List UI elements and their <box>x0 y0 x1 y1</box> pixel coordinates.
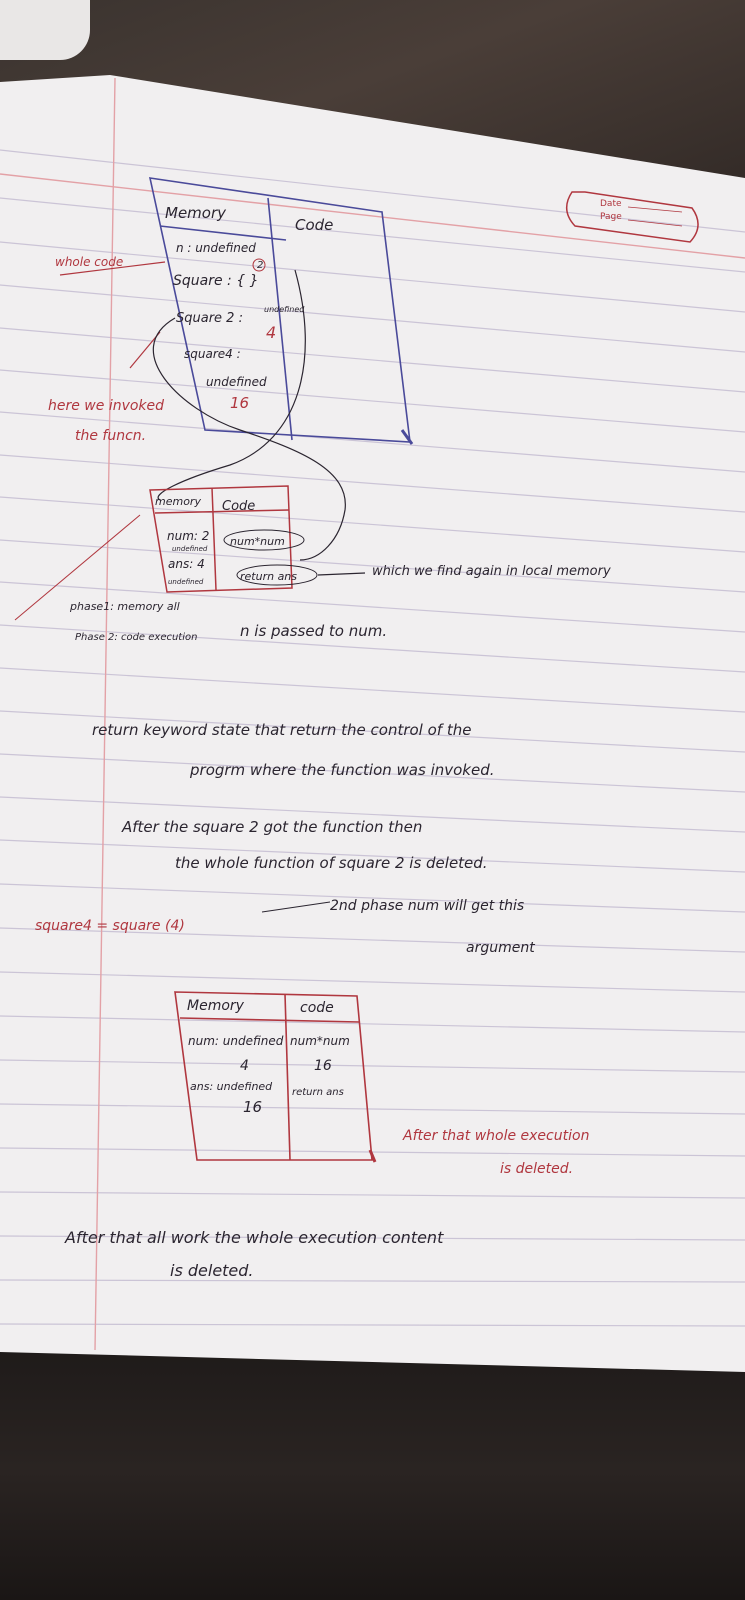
footer-note-line2: is deleted. <box>170 1261 254 1280</box>
box3-code-header: code <box>300 1000 334 1016</box>
box2-row-ans: ans: 4 <box>168 557 205 571</box>
margin-line <box>94 77 116 1351</box>
phase2-num-note: 2nd phase num will get this <box>330 898 524 914</box>
box2-code-header: Code <box>222 499 255 514</box>
box2-row-num-small: undefined <box>172 545 208 553</box>
header-line <box>0 173 745 259</box>
invoked-note-line1: here we invoked <box>48 398 164 414</box>
box1-row-n-value: 2 <box>257 260 263 271</box>
box3-pen-mark <box>368 1149 377 1163</box>
ruled-lines <box>0 149 745 1327</box>
box1-pen-mark <box>400 429 414 445</box>
box1-row-square2-small: undefined <box>264 305 305 314</box>
box1-row-square2-value: 4 <box>266 323 276 342</box>
box1-memory-header: Memory <box>165 204 227 222</box>
box2-circle-code2 <box>236 564 318 586</box>
phase2-note: Phase 2: code execution <box>75 632 197 643</box>
phase-arrow <box>14 514 141 621</box>
box2-code-return-ans: return ans <box>240 570 297 583</box>
box1-row-square4: square4 : <box>184 347 241 361</box>
footer-note-line1: After that all work the whole execution … <box>64 1228 444 1247</box>
box1-row-square4-value: 16 <box>230 394 249 412</box>
date-page-logo: Date Page <box>566 191 699 243</box>
passed-note: n is passed to num. <box>240 622 387 640</box>
invoked-note-line2: the funcn. <box>75 428 146 444</box>
box1-row-square2: Square 2 : <box>176 311 243 326</box>
paragraph-line4: the whole function of square 2 is delete… <box>175 854 488 872</box>
box1-circle-mark <box>252 258 266 272</box>
memory-code-box-2 <box>149 485 293 593</box>
box3-row-num-value: 4 <box>240 1058 249 1074</box>
box3-row-ans-value: 16 <box>243 1098 262 1116</box>
box2-row-ans-small: undefined <box>168 578 204 586</box>
box3-memory-header: Memory <box>187 998 245 1014</box>
paragraph-line1: return keyword state that return the con… <box>92 721 471 739</box>
desk-corner-light <box>0 0 90 60</box>
box3-code-value: 16 <box>314 1058 332 1074</box>
box3-row-ans: ans: undefined <box>190 1080 273 1093</box>
box1-row-square4-undef: undefined <box>206 375 267 389</box>
paragraph-line3: After the square 2 got the function then <box>121 818 422 836</box>
desk-background-bottom <box>0 1340 745 1600</box>
phase1-note: phase1: memory all <box>69 600 180 613</box>
box1-row-square: Square : { } <box>173 273 258 289</box>
box2-arrow-note: which we find again in local memory <box>372 564 611 579</box>
whole-code-arrow <box>59 261 166 276</box>
date-label: Date <box>600 199 622 209</box>
box3-code-return-ans: return ans <box>292 1087 344 1098</box>
box2-arrow-right <box>317 572 366 576</box>
after-box-note-line1: After that whole execution <box>402 1128 589 1144</box>
paragraph-line2: progrm where the function was invoked. <box>189 761 495 779</box>
box2-row-num: num: 2 <box>167 529 209 543</box>
square4-equation: square4 = square (4) <box>35 918 185 934</box>
page-label: Page <box>600 212 622 222</box>
box1-code-header: Code <box>295 216 333 234</box>
argument-note: argument <box>466 940 535 956</box>
box3-code-num-times-num: num*num <box>290 1034 350 1048</box>
box2-code-num-times-num: num*num <box>230 535 285 548</box>
box1-row-n: n : undefined <box>176 241 256 255</box>
memory-code-box-3 <box>174 991 373 1161</box>
whole-code-note: whole code <box>55 255 123 269</box>
after-box-note-line2: is deleted. <box>500 1161 573 1177</box>
box2-memory-header: memory <box>155 495 201 508</box>
box3-row-num: num: undefined <box>188 1034 284 1048</box>
phase2-arrow <box>261 901 331 913</box>
box2-circle-code1 <box>223 529 305 551</box>
connector-curve-1 <box>152 317 346 561</box>
